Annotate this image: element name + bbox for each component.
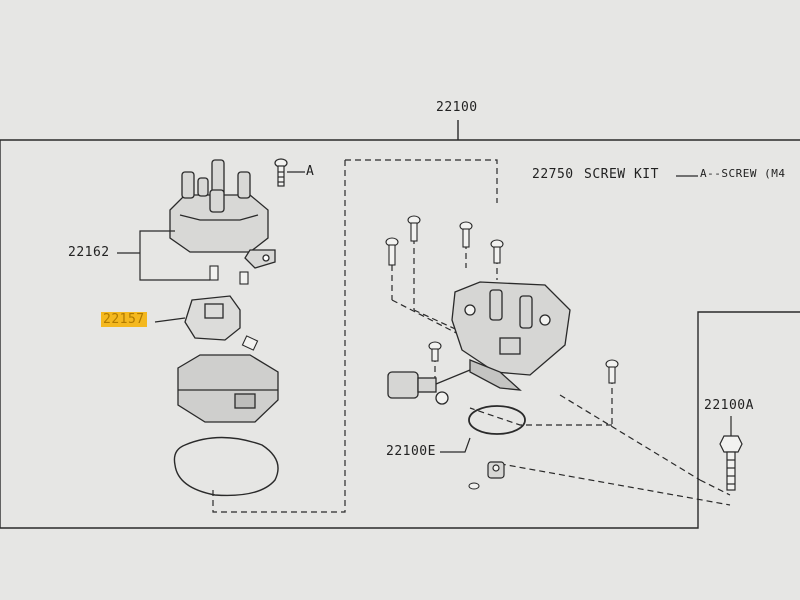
label-bolt-sub: 22100A	[704, 398, 754, 413]
label-screw-kit-code: 22750	[532, 167, 574, 182]
coupling	[487, 461, 505, 479]
small-screw-icon	[241, 335, 259, 351]
bolt-22100a-icon	[719, 435, 743, 491]
label-screw-kit-detail: A--SCREW (M4	[700, 167, 786, 180]
housing-screws	[385, 215, 619, 384]
rotor-head	[184, 295, 241, 341]
connector	[387, 369, 471, 405]
label-housing-sub: 22100E	[386, 444, 436, 459]
cap-screws	[209, 265, 249, 285]
dashed-boundary	[212, 159, 731, 513]
o-ring	[468, 405, 526, 435]
label-distributor-cap: 22162	[68, 245, 110, 260]
label-callout-a: A	[306, 164, 315, 179]
distributor-cap	[169, 159, 276, 269]
label-rotor-head: 22157	[101, 312, 147, 327]
pin	[468, 482, 480, 490]
rotor-cover	[177, 354, 279, 423]
diagram-frame	[0, 120, 800, 529]
label-screw-kit-text: SCREW KIT	[584, 167, 659, 182]
label-main-assembly: 22100	[436, 100, 478, 115]
gasket	[173, 436, 279, 497]
screw-a-icon	[274, 158, 288, 187]
housing-assembly	[451, 281, 571, 391]
